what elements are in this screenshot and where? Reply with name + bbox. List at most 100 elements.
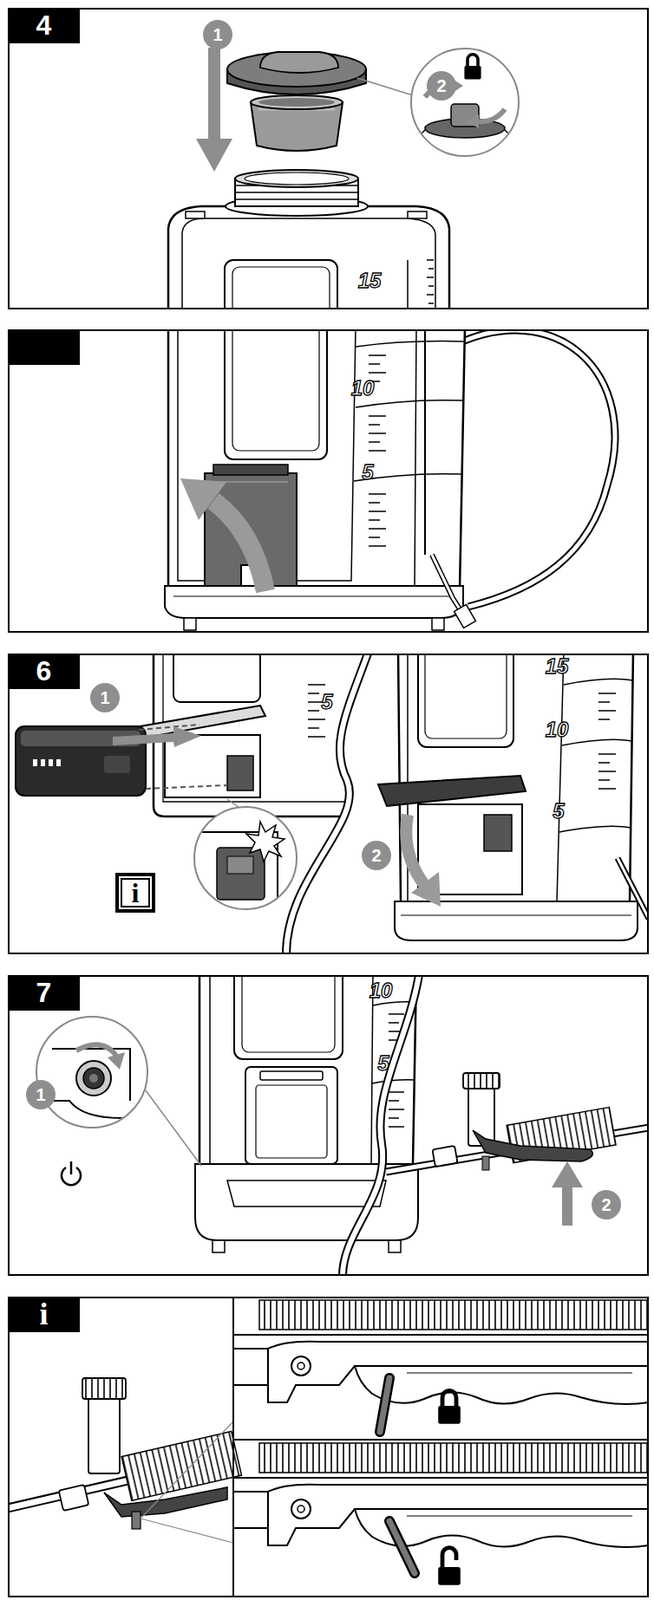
step-4-art — [477, 109, 505, 122]
step-5-art — [224, 329, 327, 460]
step-4-art — [258, 98, 335, 107]
step-5-art — [451, 330, 615, 608]
step-7-art — [472, 1131, 593, 1163]
step-5-art — [424, 329, 426, 556]
step-6-art — [104, 756, 131, 774]
step-7-art — [227, 1181, 386, 1208]
info-panel-art — [379, 1379, 390, 1433]
info-panel-art — [233, 1444, 649, 1549]
step-6-art — [32, 759, 38, 767]
step-7-art — [212, 1241, 225, 1254]
step-7-art — [482, 1157, 490, 1171]
step-7-art — [89, 1074, 99, 1084]
info-panel-art — [140, 1422, 234, 1544]
step-6-art — [559, 679, 634, 833]
step-4-art — [466, 114, 479, 129]
step-4-art — [232, 267, 330, 310]
step-4-art — [260, 52, 339, 73]
step-6-art — [56, 759, 61, 767]
step-6-art — [227, 856, 254, 875]
info-symbol: i — [131, 877, 140, 910]
scale-mark: 10 — [351, 376, 375, 401]
step-7-art — [145, 1091, 202, 1167]
scale-mark: 5 — [377, 1052, 389, 1077]
info-panel-art — [82, 1379, 126, 1400]
scale-mark: 15 — [358, 268, 382, 294]
step-5-art — [183, 618, 197, 631]
step-7-art — [76, 1045, 117, 1057]
scale-mark: 10 — [545, 718, 569, 743]
scale-mark: 5 — [552, 799, 564, 825]
callout-number: 2 — [426, 71, 457, 101]
step-number: i — [7, 1297, 80, 1334]
step-6-art — [216, 848, 265, 901]
step-4-art — [357, 78, 413, 96]
step-tab — [7, 329, 80, 366]
step-5-art — [451, 330, 615, 608]
scale-mark: 15 — [545, 654, 569, 680]
panel-frame — [8, 330, 648, 633]
step-5-art — [164, 586, 464, 619]
step-6-art — [15, 654, 649, 955]
callout-number: 1 — [202, 19, 233, 50]
step-6-art — [112, 726, 202, 748]
callout-number: 1 — [26, 1080, 56, 1111]
panel-divider — [233, 1297, 649, 1599]
step-6-art — [483, 815, 512, 852]
step-7-art — [342, 975, 419, 1277]
step-6-art — [405, 815, 426, 887]
step-4-art — [185, 211, 205, 219]
step-7-art — [551, 1162, 583, 1227]
info-panel-art — [7, 1297, 649, 1599]
step-5-art — [454, 604, 477, 628]
step-6-art — [411, 872, 441, 908]
step-4-art — [464, 54, 481, 80]
step-5-art — [180, 478, 227, 521]
step-7-art — [241, 975, 335, 1053]
step-panel: 712 — [7, 975, 649, 1277]
step-4-art — [168, 47, 523, 310]
callout-number: 2 — [361, 841, 392, 871]
step-6-art — [40, 759, 46, 767]
scale-mark: 5 — [320, 690, 333, 715]
step-4-art — [227, 52, 367, 87]
callout-number: 1 — [99, 688, 110, 709]
callout-number: 2 — [371, 846, 381, 867]
step-7-art — [260, 1072, 323, 1081]
step-4-art — [250, 95, 343, 110]
step-7-art — [34, 1101, 157, 1119]
callout-number: 2 — [436, 76, 446, 97]
step-6-art — [48, 759, 53, 767]
step-6-art — [598, 693, 616, 790]
step-5-art — [414, 329, 417, 590]
step-5-art — [431, 618, 445, 631]
info-panel-art — [58, 1485, 90, 1512]
step-6-art — [425, 654, 507, 740]
info-panel-art — [233, 1301, 649, 1406]
step-7-art — [388, 1241, 401, 1254]
step-4-art — [224, 260, 338, 310]
step-number: 6 — [7, 654, 80, 690]
step-5-art — [173, 595, 455, 597]
step-6-art — [286, 654, 368, 955]
step-7-art — [245, 1067, 338, 1165]
step-panel: 4 1 2 — [7, 7, 649, 310]
power-symbol — [70, 1162, 73, 1176]
step-6-art — [227, 756, 254, 792]
step-number: 4 — [7, 7, 80, 44]
step-5-art — [213, 501, 266, 592]
step-6-art — [617, 858, 649, 920]
step-6-art — [173, 654, 261, 703]
info-panel-art — [389, 1522, 415, 1575]
callout-number: 1 — [35, 1085, 46, 1106]
step-6-art — [194, 807, 297, 910]
info-panel-art — [389, 1522, 415, 1575]
step-7-art — [76, 1061, 112, 1097]
step-7-art — [34, 1045, 157, 1119]
info-panel-art — [88, 1396, 120, 1475]
step-4-art — [407, 260, 434, 310]
scale-mark: 5 — [361, 460, 373, 485]
step-4-art — [407, 211, 427, 219]
